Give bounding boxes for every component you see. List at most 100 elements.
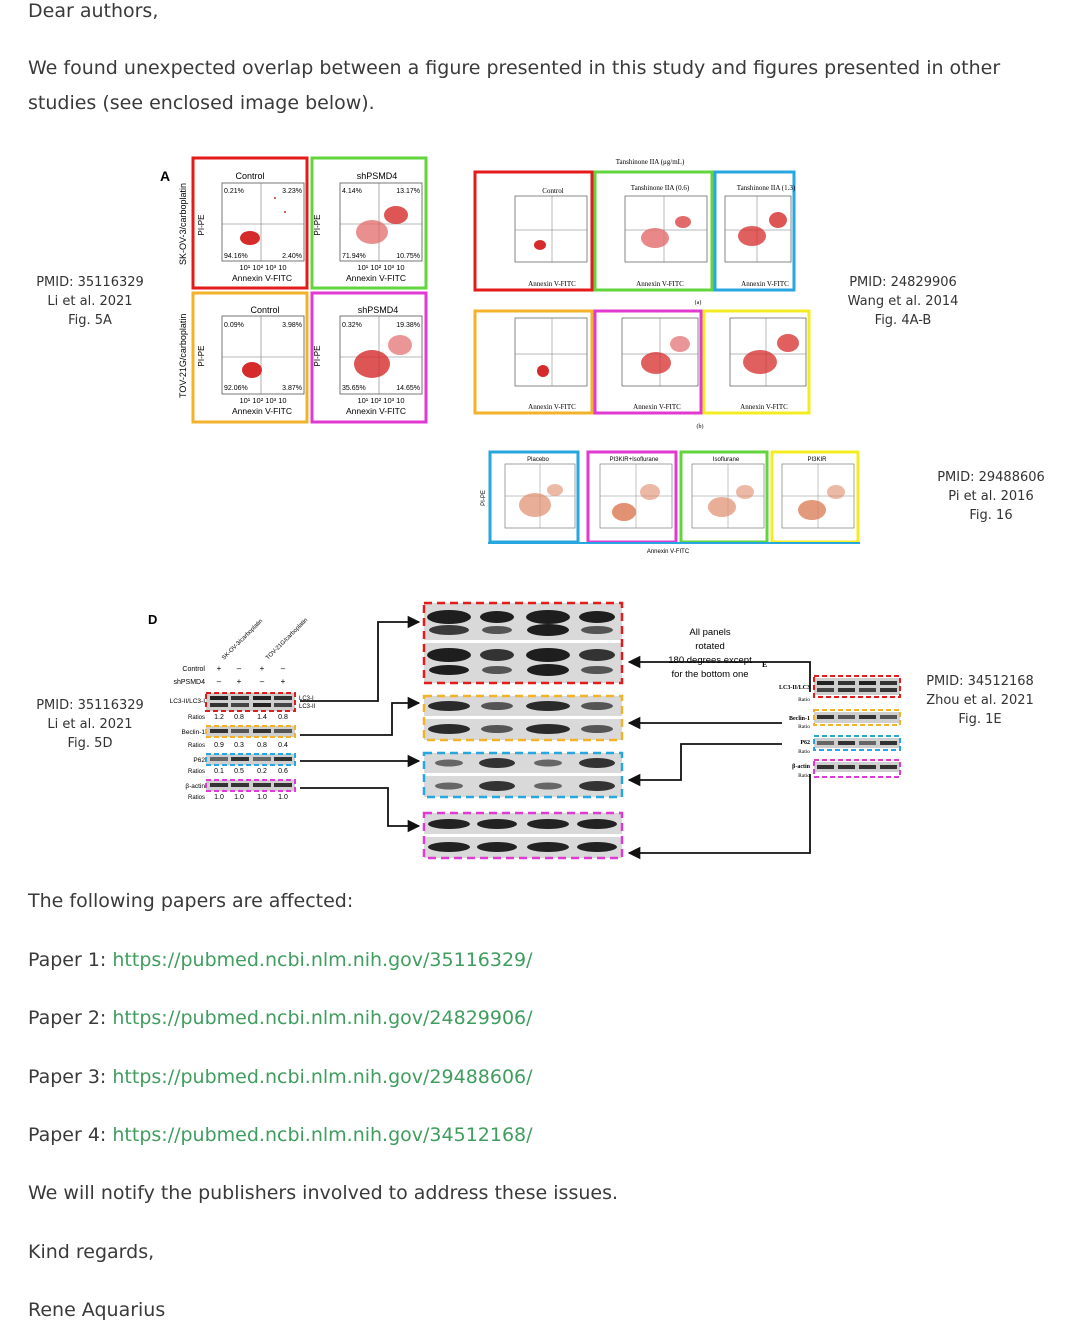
svg-text:PI-PE: PI-PE <box>313 215 322 236</box>
flow-plot-shpsmd4-2: shPSMD4 0.32% 19.38% 35.65% 14.65% PI-PE… <box>310 291 428 424</box>
svg-text:+: + <box>237 677 242 686</box>
paper-4-label: Paper 4: <box>28 1124 107 1146</box>
row-label-skov3: SK-OV-3/carboplatin <box>178 183 188 265</box>
svg-text:shPSMD4: shPSMD4 <box>358 305 399 315</box>
regards: Kind regards, <box>28 1241 155 1263</box>
svg-text:Ratios: Ratios <box>188 769 205 775</box>
paper-3: Paper 3: https://pubmed.ncbi.nlm.nih.gov… <box>28 1060 533 1095</box>
caption-li-5d: PMID: 35116329 Li et al. 2021 Fig. 5D <box>36 698 144 751</box>
svg-text:10¹ 10² 10³ 10: 10¹ 10² 10³ 10 <box>239 396 286 405</box>
wang-plot-1: Control Annexin V-FITC <box>473 170 594 292</box>
pi-plot-4: PI3KIR <box>770 450 860 544</box>
enlarged-blots <box>422 601 624 860</box>
svg-text:1.0: 1.0 <box>214 794 224 801</box>
svg-text:35.65%: 35.65% <box>342 385 366 392</box>
wang-plot-4: Annexin V-FITC <box>473 309 594 415</box>
svg-text:Isoflurane: Isoflurane <box>713 457 740 463</box>
paper-2-link[interactable]: https://pubmed.ncbi.nlm.nih.gov/24829906… <box>112 1007 533 1029</box>
affected-heading: The following papers are affected: <box>28 890 354 912</box>
svg-text:P62: P62 <box>800 740 810 746</box>
svg-text:3.87%: 3.87% <box>282 385 302 392</box>
wang-plot-6: Annexin V-FITC <box>702 309 811 415</box>
svg-text:0.5: 0.5 <box>234 768 244 775</box>
wang-plot-2: Tanshinone IIA (0.6) Annexin V-FITC <box>593 170 714 292</box>
paper-2: Paper 2: https://pubmed.ncbi.nlm.nih.gov… <box>28 1001 533 1036</box>
flow-plot-control-1: Control 0.21% 3.23% 94.16% 2.40% PI-PE 1… <box>191 156 309 290</box>
svg-text:0.8: 0.8 <box>234 714 244 721</box>
svg-text:19.38%: 19.38% <box>396 322 420 329</box>
svg-text:Annexin V-FITC: Annexin V-FITC <box>741 280 789 288</box>
svg-text:shPSMD4: shPSMD4 <box>173 679 205 686</box>
svg-text:94.16%: 94.16% <box>224 253 248 260</box>
svg-text:PI-PE: PI-PE <box>197 215 206 236</box>
panel-d: D SK-OV-3/carboplatin TOV-21G/carboplati… <box>148 612 316 801</box>
svg-text:Tanshinone IIA (μg/mL): Tanshinone IIA (μg/mL) <box>616 158 685 166</box>
svg-text:0.6: 0.6 <box>278 768 288 775</box>
svg-text:10¹ 10² 10³ 10: 10¹ 10² 10³ 10 <box>357 263 404 272</box>
flow-plot-shpsmd4-1: shPSMD4 4.14% 13.17% 71.94% 10.75% PI-PE… <box>310 156 428 290</box>
svg-text:+: + <box>281 677 286 686</box>
row-label-tov21g: TOV-21G/carboplatin <box>178 314 188 398</box>
svg-text:10¹ 10² 10³ 10: 10¹ 10² 10³ 10 <box>239 263 286 272</box>
svg-text:All panels: All panels <box>689 627 730 638</box>
caption-zhou-1e: PMID: 34512168 Zhou et al. 2021 Fig. 1E <box>926 674 1034 727</box>
svg-text:Annexin V-FITC: Annexin V-FITC <box>346 406 406 416</box>
svg-text:1.0: 1.0 <box>234 794 244 801</box>
svg-text:10.75%: 10.75% <box>396 253 420 260</box>
svg-text:E: E <box>762 660 767 669</box>
svg-text:PI3KIR+Isoflurane: PI3KIR+Isoflurane <box>610 457 660 463</box>
svg-text:180 degrees except: 180 degrees except <box>668 655 752 666</box>
svg-text:Annexin V-FITC: Annexin V-FITC <box>740 403 788 411</box>
svg-text:Ratio: Ratio <box>798 724 810 730</box>
paper-2-label: Paper 2: <box>28 1007 107 1029</box>
svg-text:LC3-II: LC3-II <box>299 704 316 710</box>
paper-1-link[interactable]: https://pubmed.ncbi.nlm.nih.gov/35116329… <box>112 949 533 971</box>
svg-text:0.8: 0.8 <box>278 714 288 721</box>
paper-3-link[interactable]: https://pubmed.ncbi.nlm.nih.gov/29488606… <box>112 1066 533 1088</box>
svg-text:Annexin V-FITC: Annexin V-FITC <box>232 406 292 416</box>
caption-pi-16: PMID: 29488606 Pi et al. 2016 Fig. 16 <box>937 470 1045 523</box>
svg-text:0.3: 0.3 <box>234 742 244 749</box>
panel-a: A SK-OV-3/carboplatin TOV-21G/carboplati… <box>160 156 428 424</box>
svg-text:14.65%: 14.65% <box>396 385 420 392</box>
paper-1: Paper 1: https://pubmed.ncbi.nlm.nih.gov… <box>28 943 533 978</box>
panel-wang: Tanshinone IIA (μg/mL) Control Annexin V… <box>473 158 811 430</box>
svg-text:for the bottom one: for the bottom one <box>671 669 748 680</box>
svg-text:LC3-II/LC3: LC3-II/LC3 <box>779 685 810 691</box>
svg-text:–: – <box>217 677 222 686</box>
svg-text:1.2: 1.2 <box>214 714 224 721</box>
svg-text:0.21%: 0.21% <box>224 188 244 195</box>
svg-text:Annexin V-FITC: Annexin V-FITC <box>232 273 292 283</box>
svg-text:Annexin V-FITC: Annexin V-FITC <box>636 280 684 288</box>
panel-a-letter: A <box>160 168 170 184</box>
svg-text:1.4: 1.4 <box>257 714 267 721</box>
svg-text:1.0: 1.0 <box>278 794 288 801</box>
rotation-note: All panels rotated 180 degrees except fo… <box>668 627 752 680</box>
panel-e: E LC3-II/LC3 Ratio Beclin-1 Ratio P62 Ra… <box>762 660 901 779</box>
svg-text:LC3-I: LC3-I <box>299 696 314 702</box>
svg-text:Ratio: Ratio <box>798 697 810 703</box>
svg-text:0.1: 0.1 <box>214 768 224 775</box>
svg-text:Annexin V-FITC: Annexin V-FITC <box>528 403 576 411</box>
svg-text:Ratios: Ratios <box>188 795 205 801</box>
svg-text:Beclin-1: Beclin-1 <box>182 729 206 736</box>
svg-text:(b): (b) <box>697 423 704 430</box>
svg-text:+: + <box>217 664 222 673</box>
svg-text:PI-PE: PI-PE <box>197 346 206 367</box>
signature: Rene Aquarius <box>28 1299 166 1321</box>
wang-plot-5: Annexin V-FITC <box>593 309 703 415</box>
svg-text:0.8: 0.8 <box>257 742 267 749</box>
svg-text:4.14%: 4.14% <box>342 188 362 195</box>
flow-plot-control-2: Control 0.09% 3.98% 92.06% 3.87% PI-PE 1… <box>191 291 309 424</box>
paper-4-link[interactable]: https://pubmed.ncbi.nlm.nih.gov/34512168… <box>112 1124 533 1146</box>
svg-text:0.32%: 0.32% <box>342 322 362 329</box>
svg-text:Annexin V-FITC: Annexin V-FITC <box>346 273 406 283</box>
svg-text:SK-OV-3/carboplatin: SK-OV-3/carboplatin <box>221 618 264 661</box>
svg-text:Annexin V-FITC: Annexin V-FITC <box>647 549 690 555</box>
svg-text:Placebo: Placebo <box>527 457 549 463</box>
svg-text:Control: Control <box>542 187 563 195</box>
paper-3-label: Paper 3: <box>28 1066 107 1088</box>
svg-text:Control: Control <box>235 171 264 181</box>
svg-text:–: – <box>237 664 242 673</box>
pi-plot-3: Isoflurane <box>679 450 769 544</box>
